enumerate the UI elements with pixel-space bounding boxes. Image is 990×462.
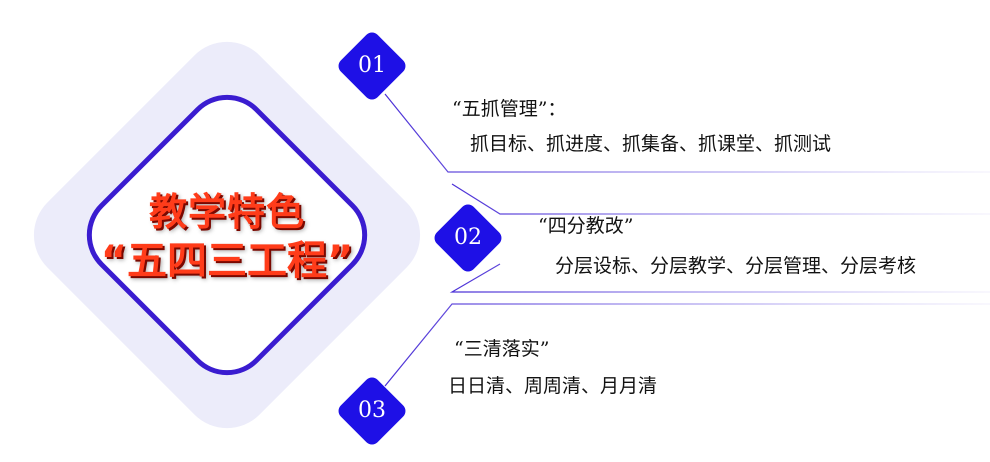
- connector-line-01-diag: [384, 93, 990, 173]
- center-title-line1: 教学特色: [148, 190, 305, 234]
- item-02-detail: 分层设标、分层教学、分层管理、分层考核: [555, 255, 917, 277]
- badge-01-number: 01: [358, 53, 386, 78]
- connector-line-02: [451, 183, 990, 215]
- item-03-detail: 日日清、周周清、月月清: [448, 375, 658, 397]
- center-title: 教学特色 “五四三工程”: [97, 188, 357, 286]
- badge-03-number: 03: [358, 398, 386, 423]
- item-02-title: “四分教改”: [538, 215, 634, 237]
- item-03-title: “三清落实”: [454, 338, 550, 360]
- center-title-line2: “五四三工程”: [100, 238, 354, 284]
- badge-02-number: 02: [454, 225, 482, 250]
- connector-line-03: [384, 303, 990, 387]
- item-01-title: “五抓管理”：: [452, 98, 567, 120]
- item-01-detail: 抓目标、抓进度、抓集备、抓课堂、抓测试: [470, 133, 832, 155]
- connector-line-02-diag: [449, 263, 990, 293]
